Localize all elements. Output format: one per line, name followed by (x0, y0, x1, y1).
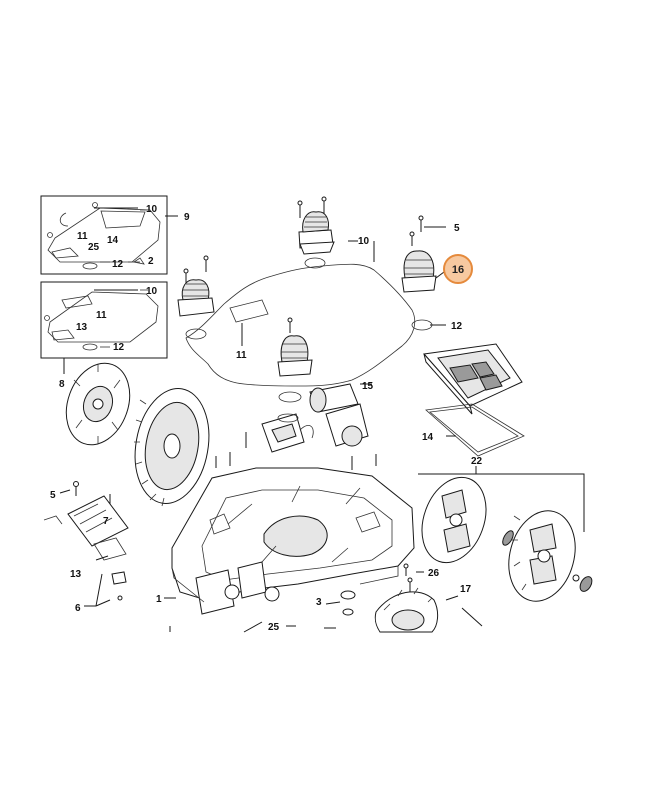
callout-17: 17 (460, 584, 472, 595)
callout-6: 6 (75, 603, 81, 614)
callout-25-bottom: 25 (268, 622, 280, 633)
cut-off-lower-parts (169, 621, 336, 633)
callout-26: 26 (428, 568, 440, 579)
callout-13-box8: 13 (76, 322, 88, 333)
callout-10-box9: 10 (146, 204, 158, 215)
inset-box-gasket-set-8 (40, 281, 168, 374)
callout-15: 15 (362, 381, 374, 392)
wheel-motor-left (177, 255, 215, 340)
callout-leader-lines (94, 207, 446, 326)
callout-7: 7 (103, 516, 109, 527)
main-housing-gasket (185, 263, 416, 387)
blade-disc-left (65, 362, 131, 446)
callout-25-box9: 25 (88, 242, 100, 253)
callout-9: 9 (184, 212, 190, 223)
main-chassis (164, 432, 415, 615)
callout-16: 16 (452, 264, 464, 276)
wheel-motor-center-lower (277, 317, 313, 403)
callout-10-box8: 10 (146, 286, 158, 297)
callout-12-box8: 12 (113, 342, 125, 353)
left-small-parts (43, 481, 129, 607)
inset-box-gasket-set-9 (40, 195, 178, 275)
callout-2: 2 (148, 256, 154, 267)
callout-1: 1 (156, 594, 162, 605)
callout-10-gasket: 10 (358, 236, 370, 247)
callout-11-gasket: 11 (236, 350, 247, 361)
callout-12-right: 12 (451, 321, 463, 332)
control-panel-keypad (423, 343, 525, 457)
callout-11-box8: 11 (96, 310, 107, 321)
callout-14-panel: 14 (422, 432, 434, 443)
wheel-motor-right-highlighted (401, 215, 437, 331)
callout-12-box9: 12 (112, 259, 124, 270)
callout-3: 3 (316, 597, 322, 608)
highlighted-callout-16[interactable]: 16 (443, 254, 473, 284)
cutting-motor-assembly (261, 383, 372, 453)
callout-labels: 10 9 14 11 25 12 2 10 11 13 12 8 10 5 11… (50, 204, 483, 633)
wheel-motor-top-center (297, 196, 335, 269)
drive-wheel-left (134, 388, 210, 507)
callout-5-top: 5 (454, 223, 460, 234)
callout-8: 8 (59, 379, 65, 390)
right-bottom-small-parts (325, 563, 424, 616)
callout-22: 22 (471, 456, 483, 467)
callout-14-box9: 14 (107, 235, 119, 246)
callout-5-left: 5 (50, 490, 56, 501)
callout-13-left: 13 (70, 569, 82, 580)
callout-11-box9: 11 (77, 231, 88, 242)
drive-wheel-right-assembly (374, 466, 593, 633)
